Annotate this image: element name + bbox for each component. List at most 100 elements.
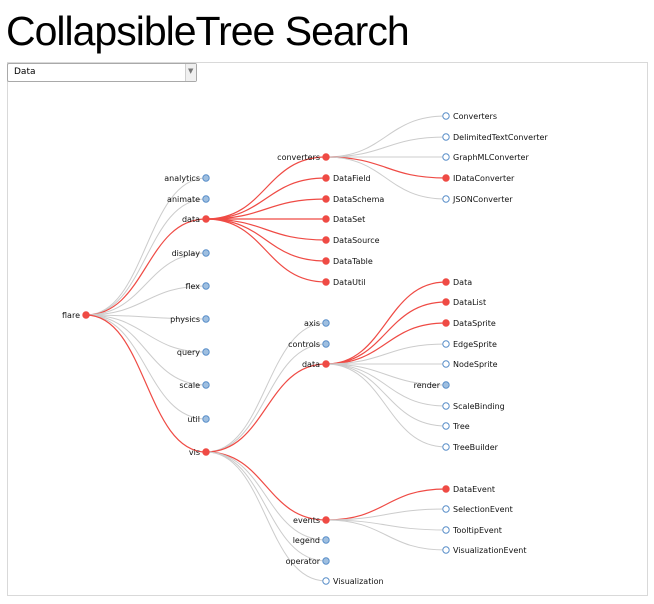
node-label: DataSource [333, 236, 380, 245]
node-circle[interactable] [442, 174, 450, 182]
tree-node-converters[interactable]: Converters [442, 112, 497, 121]
node-circle[interactable] [442, 278, 450, 286]
node-circle[interactable] [322, 174, 330, 182]
node-circle[interactable] [442, 319, 450, 327]
tree-node-controls[interactable]: controls [288, 340, 330, 349]
tree-link [325, 136, 447, 158]
node-circle[interactable] [202, 249, 210, 257]
tree-node-data-table[interactable]: DataTable [322, 257, 373, 266]
node-label: axis [304, 319, 320, 328]
node-circle[interactable] [202, 174, 210, 182]
node-circle[interactable] [322, 340, 330, 348]
tree-node-converters[interactable]: converters [277, 153, 330, 162]
node-circle[interactable] [442, 298, 450, 306]
tree-link [325, 156, 447, 200]
tree-node-animate[interactable]: animate [167, 195, 210, 204]
node-label: vis [189, 448, 200, 457]
node-circle[interactable] [322, 257, 330, 265]
node-circle[interactable] [442, 485, 450, 493]
search-select[interactable]: Data ▼ [7, 63, 197, 82]
tree-node-util[interactable]: util [187, 415, 210, 424]
node-label: operator [286, 557, 321, 566]
tree-node-flex[interactable]: flex [185, 282, 210, 291]
node-circle[interactable] [322, 319, 330, 327]
node-circle[interactable] [202, 195, 210, 203]
node-circle[interactable] [202, 215, 210, 223]
node-circle[interactable] [322, 360, 330, 368]
node-circle[interactable] [202, 348, 210, 356]
node-circle[interactable] [322, 153, 330, 161]
node-circle[interactable] [322, 195, 330, 203]
node-circle[interactable] [442, 360, 450, 368]
tree-node-visualization-event[interactable]: VisualizationEvent [442, 546, 527, 555]
tree-node-legend[interactable]: legend [293, 536, 330, 545]
node-circle[interactable] [322, 236, 330, 244]
node-circle[interactable] [442, 402, 450, 410]
tree-node-selection-event[interactable]: SelectionEvent [442, 505, 513, 514]
tree-node-data[interactable]: data [302, 360, 330, 369]
tree-link [325, 488, 447, 521]
node-circle[interactable] [442, 381, 450, 389]
node-circle[interactable] [442, 546, 450, 554]
node-circle[interactable] [202, 282, 210, 290]
node-circle[interactable] [322, 536, 330, 544]
tree-node-data[interactable]: data [182, 215, 210, 224]
chevron-down-icon[interactable]: ▼ [185, 64, 196, 81]
node-circle[interactable] [322, 516, 330, 524]
tree-node-physics[interactable]: physics [170, 315, 210, 324]
node-circle[interactable] [322, 557, 330, 565]
node-circle[interactable] [82, 311, 90, 319]
tree-node-data-source[interactable]: DataSource [322, 236, 380, 245]
tree-node-render[interactable]: render [414, 381, 450, 390]
tree-node-flare[interactable]: flare [62, 311, 90, 320]
tree-node-tree[interactable]: Tree [442, 422, 470, 431]
tree-link [85, 198, 207, 316]
node-circle[interactable] [442, 133, 450, 141]
tree-node-scale[interactable]: scale [179, 381, 210, 390]
node-circle[interactable] [442, 443, 450, 451]
tree-node-idata-converter[interactable]: IDataConverter [442, 174, 515, 183]
tree-node-display[interactable]: display [172, 249, 210, 258]
tree-node-query[interactable]: query [177, 348, 210, 357]
tree-node-operator[interactable]: operator [286, 557, 330, 566]
tree-node-axis[interactable]: axis [304, 319, 330, 328]
tree-node-data-schema[interactable]: DataSchema [322, 195, 385, 204]
tree-node-data[interactable]: Data [442, 278, 472, 287]
node-circle[interactable] [202, 381, 210, 389]
node-circle[interactable] [442, 195, 450, 203]
node-circle[interactable] [202, 315, 210, 323]
tree-node-data-event[interactable]: DataEvent [442, 485, 495, 494]
tree-node-data-util[interactable]: DataUtil [322, 278, 366, 287]
tree-node-visualization[interactable]: Visualization [322, 577, 384, 586]
tree-node-data-set[interactable]: DataSet [322, 215, 365, 224]
node-circle[interactable] [442, 340, 450, 348]
tree-link [85, 285, 207, 316]
tree-link [205, 218, 327, 262]
tree-node-analytics[interactable]: analytics [164, 174, 210, 183]
node-circle[interactable] [322, 215, 330, 223]
tree-node-edge-sprite[interactable]: EdgeSprite [442, 340, 497, 349]
tree-node-tooltip-event[interactable]: TooltipEvent [442, 526, 502, 535]
node-circle[interactable] [442, 505, 450, 513]
node-circle[interactable] [322, 577, 330, 585]
tree-node-jsonconverter[interactable]: JSONConverter [442, 195, 513, 204]
tree-node-node-sprite[interactable]: NodeSprite [442, 360, 498, 369]
node-circle[interactable] [202, 448, 210, 456]
tree-node-events[interactable]: events [293, 516, 330, 525]
node-circle[interactable] [442, 112, 450, 120]
tree-link [85, 314, 207, 320]
tree-node-scale-binding[interactable]: ScaleBinding [442, 402, 505, 411]
tree-node-data-sprite[interactable]: DataSprite [442, 319, 496, 328]
tree-node-data-field[interactable]: DataField [322, 174, 371, 183]
tree-node-graph-mlconverter[interactable]: GraphMLConverter [442, 153, 530, 162]
tree-node-data-list[interactable]: DataList [442, 298, 486, 307]
node-circle[interactable] [442, 153, 450, 161]
tree-node-vis[interactable]: vis [189, 448, 210, 457]
tree-node-tree-builder[interactable]: TreeBuilder [442, 443, 499, 452]
node-circle[interactable] [322, 278, 330, 286]
node-circle[interactable] [442, 526, 450, 534]
node-circle[interactable] [202, 415, 210, 423]
tree-node-delimited-text-converter[interactable]: DelimitedTextConverter [442, 133, 549, 142]
node-circle[interactable] [442, 422, 450, 430]
